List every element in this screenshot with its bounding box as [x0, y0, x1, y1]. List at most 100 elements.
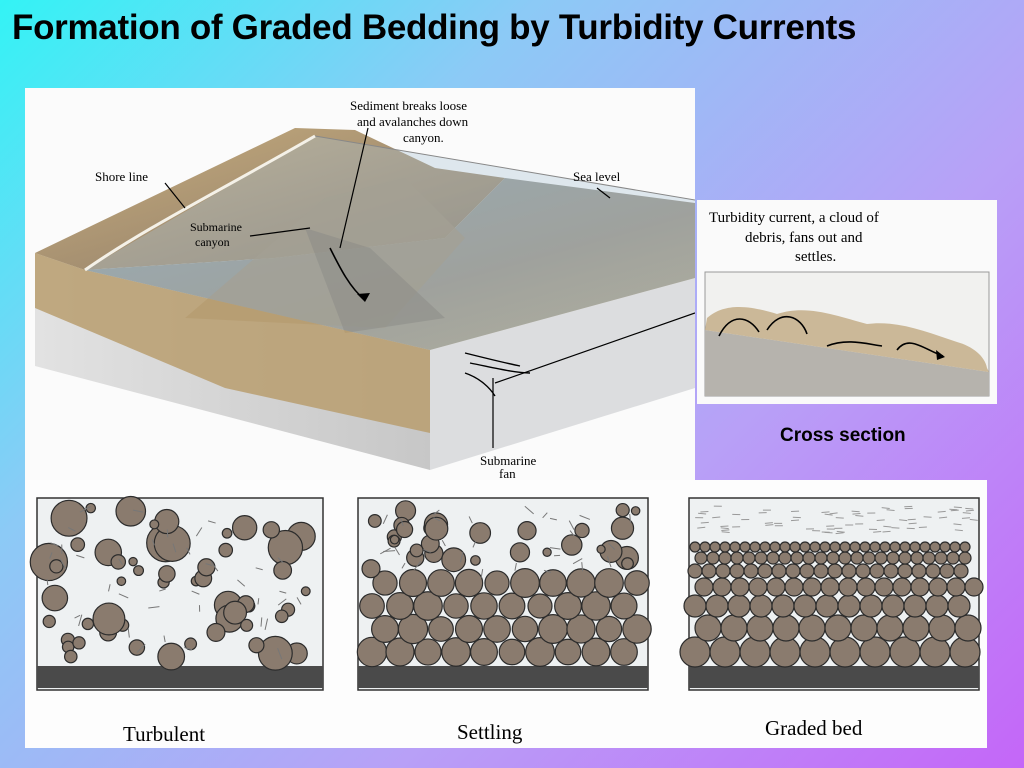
fine-particle [277, 598, 287, 606]
sediment-grain [889, 541, 901, 553]
sediment-grain [819, 541, 831, 553]
sediment-grain [757, 563, 773, 579]
sediment-grain [903, 594, 927, 618]
sediment-grain [778, 551, 792, 565]
fine-silt [835, 517, 844, 519]
fine-particle [579, 514, 591, 520]
sediment-grain [498, 638, 526, 666]
sediment-grain [92, 602, 126, 636]
fine-particle [191, 590, 200, 595]
sediment-grain [881, 594, 905, 618]
stage-base-layer [689, 666, 979, 688]
sediment-grain [902, 614, 930, 642]
sediment-grain [899, 541, 911, 553]
fine-silt [764, 522, 773, 524]
fine-silt [836, 530, 845, 533]
sediment-grain [372, 570, 398, 596]
sediment-grain [939, 541, 951, 553]
fine-silt [700, 521, 709, 524]
sediment-grain [958, 551, 972, 565]
fine-particle [549, 547, 561, 550]
fan-label-1: Submarine [480, 453, 537, 468]
sediment-grain [610, 638, 638, 666]
graded-bed-stage [679, 497, 984, 691]
fine-silt [721, 531, 730, 534]
sediment-grain [859, 594, 883, 618]
sediment-grain [50, 499, 88, 537]
xsec-arrow-3 [826, 341, 883, 347]
block-diagram-svg: Sediment breaks loose and avalanches dow… [35, 98, 695, 480]
sediment-grain [837, 594, 861, 618]
fine-particle [151, 539, 155, 546]
sediment-grain [827, 563, 843, 579]
sediment-grain [934, 551, 948, 565]
fine-silt [962, 512, 971, 514]
fine-particle [159, 588, 166, 592]
sediment-grain [367, 514, 382, 528]
fine-particle [472, 540, 477, 548]
sediment-grain [630, 506, 641, 516]
sediment-grain [689, 541, 701, 553]
fine-particle [524, 505, 534, 515]
sediment-grain [574, 522, 590, 539]
sediment-grain [814, 551, 828, 565]
sediment-grain [730, 551, 744, 565]
sediment-grain [149, 519, 160, 530]
sediment-grain [855, 563, 871, 579]
sediment-grain [793, 594, 817, 618]
sediment-grain [510, 568, 540, 598]
sediment-grain [610, 592, 638, 620]
sediment-grain [41, 584, 69, 612]
sediment-grain [699, 541, 711, 553]
fine-particle [49, 552, 53, 559]
sediment-grain [910, 551, 924, 565]
sediment-grain [398, 568, 428, 598]
fine-particle [459, 551, 464, 563]
sediment-grain [454, 568, 484, 598]
sediment-grain [829, 636, 861, 668]
sediment-label-1: Sediment breaks loose [350, 98, 467, 113]
fine-silt [969, 518, 978, 521]
sediment-grain [581, 637, 611, 667]
fan-arrow-3 [469, 362, 531, 374]
sediment-grain [766, 577, 786, 597]
sediment-layer [35, 253, 430, 433]
xsec-arrow-1 [718, 318, 760, 337]
fine-silt [829, 512, 838, 515]
sediment-grain [919, 541, 931, 553]
sediment-grain [769, 541, 781, 553]
fine-particle [46, 579, 49, 586]
sediment-grain [939, 563, 955, 579]
sediment-grain [231, 515, 258, 541]
sediment-grain [953, 563, 969, 579]
sediment-grain [813, 563, 829, 579]
sediment-grain [110, 554, 127, 570]
avalanche-arrowhead [357, 293, 370, 302]
fine-particle [401, 562, 406, 569]
sediment-grain [511, 615, 539, 643]
sediment-grain [739, 636, 771, 668]
sediment-grain [157, 642, 186, 671]
sediment-grain [922, 551, 936, 565]
fine-particle [543, 569, 552, 573]
sediment-grain [594, 568, 624, 598]
sediment-grain [749, 594, 773, 618]
sediment-grain [116, 576, 127, 587]
block-diagram: Sediment breaks loose and avalanches dow… [25, 88, 695, 480]
sediment-grain [709, 541, 721, 553]
sediment-grain [727, 594, 751, 618]
sediment-grain [621, 557, 634, 571]
sediment-grain [919, 636, 951, 668]
sediment-grain [798, 614, 826, 642]
fine-particle [383, 550, 396, 552]
fine-particle [433, 517, 441, 522]
fine-particle [569, 530, 575, 537]
sediment-grain [615, 502, 630, 518]
sediment-grain [694, 614, 722, 642]
fine-particle [260, 617, 263, 627]
sediment-grain [838, 551, 852, 565]
sediment-grain [879, 541, 891, 553]
fine-silt [876, 519, 885, 521]
sediment-grain [683, 594, 707, 618]
sediment-grain [197, 558, 216, 577]
